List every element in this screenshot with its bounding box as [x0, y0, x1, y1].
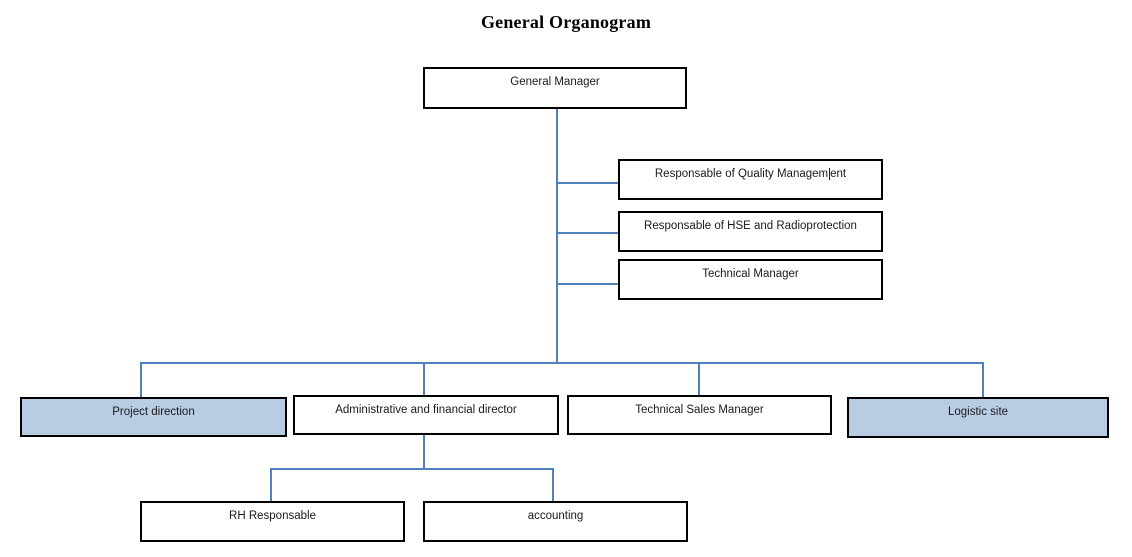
connector-line [698, 362, 700, 395]
text-cursor [828, 168, 830, 180]
org-node-label: Project direction [112, 406, 195, 418]
org-node-label: Responsable of HSE and Radioprotection [644, 220, 857, 232]
connector-line [270, 468, 272, 501]
org-node-label: Technical Manager [702, 268, 799, 280]
connector-line [557, 283, 618, 285]
connector-line [557, 232, 618, 234]
connector-line [982, 362, 984, 397]
org-node-label: accounting [527, 510, 584, 522]
org-node-general-manager[interactable]: General Manager [423, 67, 687, 109]
org-node-logistic-site[interactable]: Logistic site [847, 397, 1109, 438]
org-node-label: RH Responsable [229, 510, 316, 522]
connector-line [557, 182, 618, 184]
org-node-accounting[interactable]: accounting [423, 501, 688, 542]
org-node-project-direction[interactable]: Project direction [20, 397, 287, 437]
connector-line [552, 468, 554, 503]
connector-line [140, 362, 982, 364]
connector-line [556, 109, 558, 362]
connector-line [423, 362, 425, 395]
connector-line [423, 435, 425, 468]
org-node-responsable-hse-radioprotection[interactable]: Responsable of HSE and Radioprotection [618, 211, 883, 252]
org-node-label: ent [830, 168, 847, 180]
connector-line [270, 468, 552, 470]
org-node-technical-sales-manager[interactable]: Technical Sales Manager [567, 395, 832, 435]
page-title: General Organogram [480, 12, 652, 32]
org-node-rh-responsable[interactable]: RH Responsable [140, 501, 405, 542]
connector-line [140, 362, 142, 397]
org-node-label: Technical Sales Manager [635, 404, 764, 416]
org-node-label: Responsable of Quality Managem [654, 168, 829, 180]
org-node-label: Administrative and financial director [335, 404, 517, 416]
org-node-technical-manager[interactable]: Technical Manager [618, 259, 883, 300]
org-node-administrative-financial-director[interactable]: Administrative and financial director [293, 395, 559, 435]
org-node-label: General Manager [510, 76, 600, 88]
org-node-label: Logistic site [947, 406, 1009, 418]
